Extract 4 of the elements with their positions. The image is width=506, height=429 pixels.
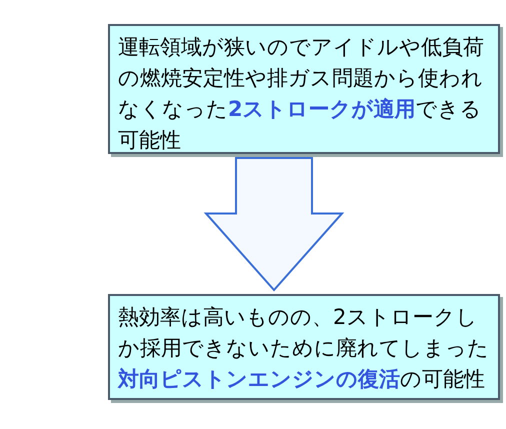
description-text: 運転領域が狭いのでアイドルや低負荷の燃焼安定性や排ガス問題から使われなくなった2ストロークが適用できる可能性 <box>118 34 485 154</box>
block-arrow <box>204 157 344 292</box>
description-text: 熱効率は高いものの、2ストロークしか採用できないために廃れてしまった対向ピストンエンジンの復活の可能性 <box>118 304 490 393</box>
text-box <box>108 294 500 400</box>
